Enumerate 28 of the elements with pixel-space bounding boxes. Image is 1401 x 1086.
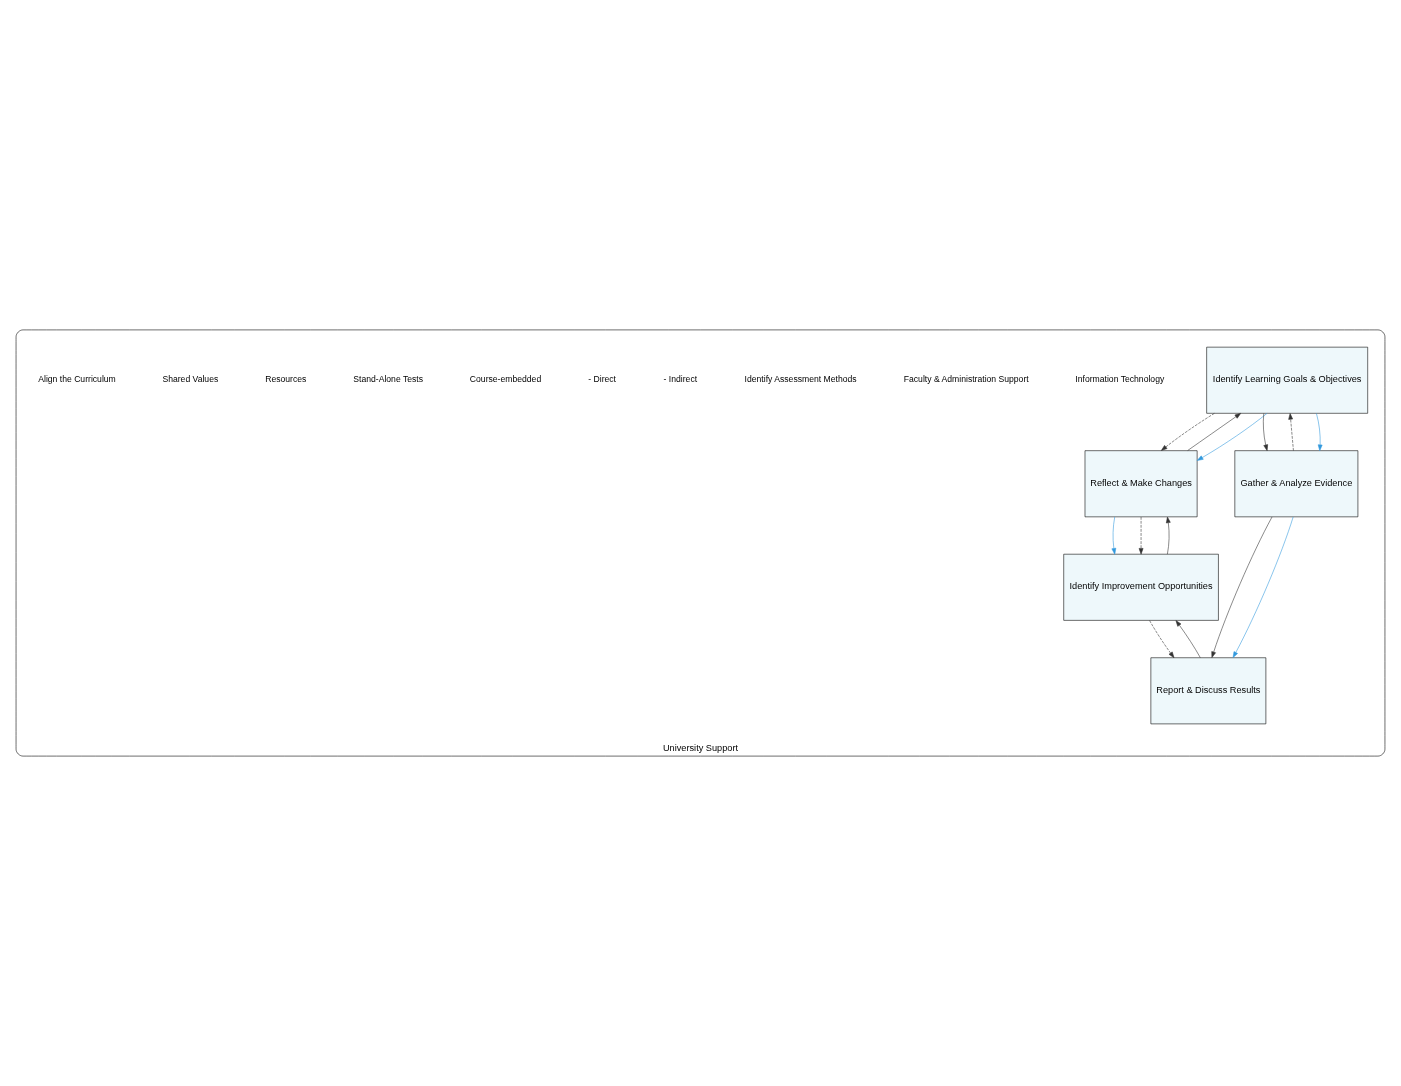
label: Identify Assessment Methods (744, 374, 857, 385)
arrow (1166, 516, 1171, 555)
arrow (1263, 413, 1268, 451)
node-box: Identify Improvement Opportunities (1063, 553, 1219, 621)
arrow (1288, 413, 1294, 451)
arrow (1196, 413, 1268, 461)
label: Stand-Alone Tests (353, 374, 424, 385)
arrow (1149, 620, 1175, 658)
label: Resources (265, 374, 307, 385)
label: Shared Values (162, 374, 219, 385)
arrow (1187, 413, 1242, 451)
label: - Direct (588, 374, 617, 385)
arrow (1316, 413, 1323, 451)
arrow (1138, 516, 1144, 555)
node-box: Report & Discuss Results (1150, 657, 1267, 725)
arrow (1232, 516, 1294, 658)
node-box: Reflect & Make Changes (1084, 450, 1198, 518)
node-box: Identify Learning Goals & Objectives (1206, 346, 1368, 414)
label: - Indirect (663, 374, 698, 385)
label: Course-embedded (469, 374, 542, 385)
node-box: Gather & Analyze Evidence (1234, 450, 1359, 518)
arrow (1161, 413, 1215, 451)
arrow (1211, 516, 1273, 658)
label: Align the Curriculum (38, 374, 116, 385)
label: Faculty & Administration Support (903, 374, 1029, 385)
arrow (1111, 516, 1117, 555)
arrow (1175, 620, 1201, 658)
label: Information Technology (1075, 374, 1165, 385)
